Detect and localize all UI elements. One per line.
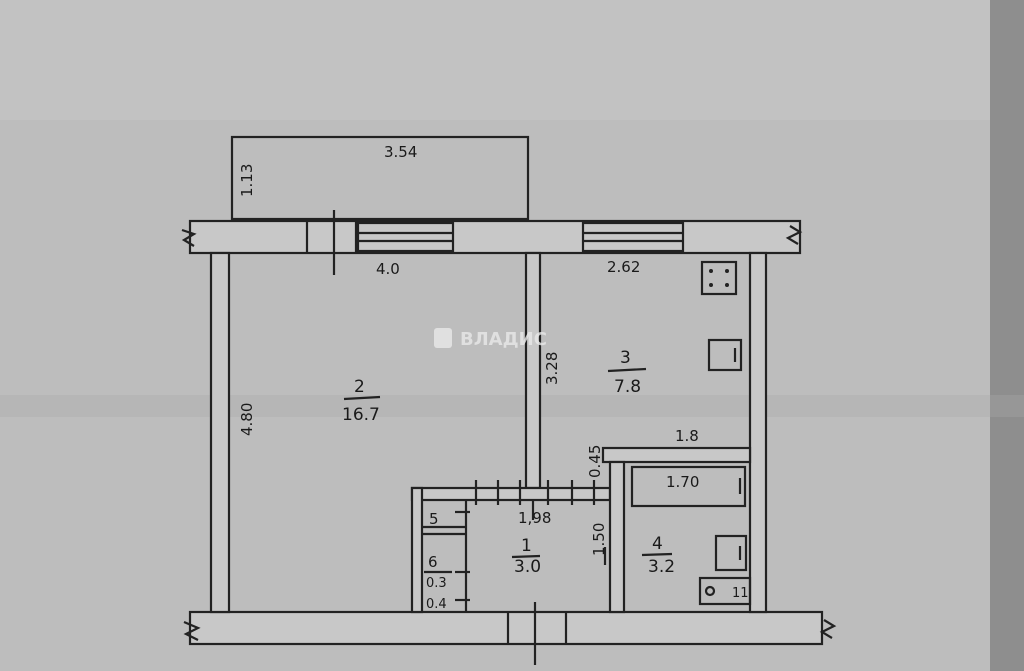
dim-balcony-width: 3.54	[384, 143, 417, 161]
watermark: ВЛАДИС	[434, 328, 547, 350]
hall-walls	[410, 480, 612, 614]
dim-room3-length: 3.28	[543, 352, 561, 385]
dim-hall-length: 1.50	[590, 523, 608, 556]
wall-right	[748, 251, 768, 614]
fixture-number: 11	[732, 586, 749, 601]
balcony	[230, 135, 530, 221]
bathroom-walls	[601, 446, 752, 614]
svg-text:7.8: 7.8	[614, 377, 641, 397]
room-label-1: 1 3.0	[511, 536, 541, 577]
svg-text:4: 4	[652, 534, 663, 554]
svg-text:6: 6	[428, 553, 438, 571]
partition-room2-room3	[524, 251, 542, 490]
dim-hall-width: 1,98	[518, 509, 551, 527]
watermark-logo-icon	[434, 328, 452, 348]
svg-text:16.7: 16.7	[342, 405, 380, 425]
drain-icon	[704, 585, 716, 597]
kitchen-fixtures	[700, 260, 743, 372]
dim-room2-width: 4.0	[376, 260, 400, 278]
room-label-3: 3 7.8	[607, 348, 647, 397]
dim-tub-length: 1.70	[666, 473, 699, 491]
dim-closet-c: 0.4	[426, 597, 447, 612]
room-label-6: 6	[424, 553, 452, 574]
exterior-wall-top	[181, 210, 803, 275]
dim-bath-width: 1.8	[675, 427, 699, 445]
dim-wall-small: 0.45	[586, 445, 604, 478]
dim-room2-length: 4.80	[238, 403, 256, 436]
dim-closet-b: 0.3	[426, 576, 447, 591]
dim-closet-a: 5	[429, 510, 439, 528]
room-label-4: 4 3.2	[641, 534, 675, 577]
dim-room3-width: 2.62	[607, 258, 640, 276]
dimension-ticks	[455, 500, 607, 602]
svg-text:3: 3	[620, 348, 631, 368]
svg-text:1: 1	[521, 536, 532, 556]
sink-icon	[707, 338, 743, 372]
svg-text:3.0: 3.0	[514, 557, 541, 577]
dim-balcony-depth: 1.13	[238, 164, 256, 197]
exterior-wall-bottom	[183, 602, 837, 665]
svg-text:2: 2	[354, 377, 365, 397]
wall-left	[209, 251, 231, 614]
watermark-text: ВЛАДИС	[460, 329, 547, 350]
stove-icon	[700, 260, 738, 296]
svg-text:3.2: 3.2	[648, 557, 675, 577]
room-label-2: 2 16.7	[342, 377, 381, 425]
